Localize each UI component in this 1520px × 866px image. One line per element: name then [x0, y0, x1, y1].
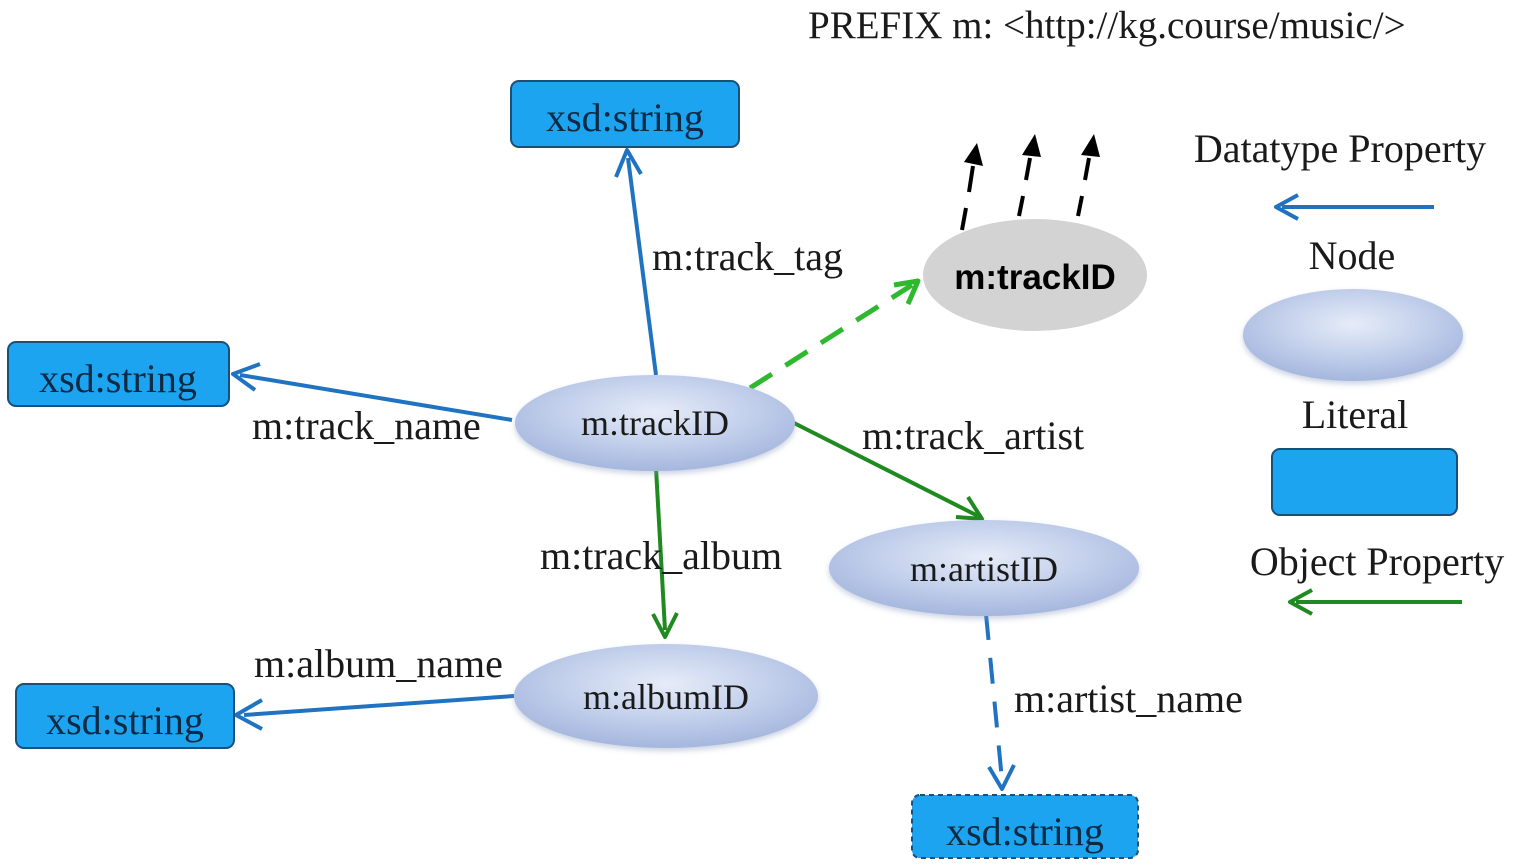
- prefix-declaration: PREFIX m: <http://kg.course/music/>: [808, 4, 1406, 47]
- literal-left-label: xsd:string: [39, 356, 197, 401]
- node-track: m:trackID: [515, 375, 795, 471]
- edge-track-tag: [614, 148, 658, 376]
- legend-node-label: Node: [1309, 233, 1396, 278]
- node-album: m:albumID: [514, 644, 818, 748]
- node-track-highlight-label: m:trackID: [954, 258, 1115, 297]
- edge-album-name: [234, 694, 515, 731]
- label-track-name: m:track_name: [252, 403, 481, 448]
- edge-track-name: [231, 362, 513, 422]
- outgoing-arrow-2: [1017, 134, 1041, 217]
- legend-datatype-arrow: [1274, 193, 1434, 221]
- label-artist-name: m:artist_name: [1014, 676, 1243, 721]
- outgoing-arrows-group: [960, 134, 1100, 231]
- node-artist-label: m:artistID: [910, 549, 1058, 589]
- legend: Datatype Property Node Literal Object Pr…: [1194, 126, 1504, 616]
- outgoing-arrow-3: [1076, 134, 1100, 217]
- label-track-artist: m:track_artist: [862, 413, 1084, 458]
- legend-object-arrow: [1288, 588, 1462, 616]
- literal-top: xsd:string: [510, 80, 740, 148]
- edge-track-to-highlight: [748, 278, 921, 391]
- label-track-album: m:track_album: [540, 533, 782, 578]
- edge-track-album: [651, 467, 679, 639]
- literal-bottom-left-label: xsd:string: [46, 698, 204, 743]
- outgoing-arrow-1: [960, 143, 983, 231]
- legend-literal-swatch: [1271, 448, 1458, 516]
- legend-datatype-property-label: Datatype Property: [1194, 126, 1486, 171]
- edge-artist-name: [984, 613, 1016, 791]
- legend-literal-label: Literal: [1302, 392, 1409, 437]
- literal-top-label: xsd:string: [546, 95, 704, 140]
- literal-bottom-left: xsd:string: [15, 683, 235, 749]
- literal-bottom-label: xsd:string: [946, 809, 1104, 854]
- node-track-label: m:trackID: [581, 403, 729, 443]
- legend-node-swatch: [1243, 289, 1463, 381]
- node-track-highlight: m:trackID: [923, 219, 1147, 331]
- node-album-label: m:albumID: [583, 677, 749, 717]
- literal-left: xsd:string: [7, 341, 230, 407]
- label-album-name: m:album_name: [254, 641, 503, 686]
- legend-object-property-label: Object Property: [1250, 539, 1504, 584]
- edge-track-artist: [791, 420, 984, 521]
- node-artist: m:artistID: [829, 520, 1139, 616]
- literal-bottom: xsd:string: [911, 794, 1139, 859]
- label-track-tag: m:track_tag: [652, 234, 843, 279]
